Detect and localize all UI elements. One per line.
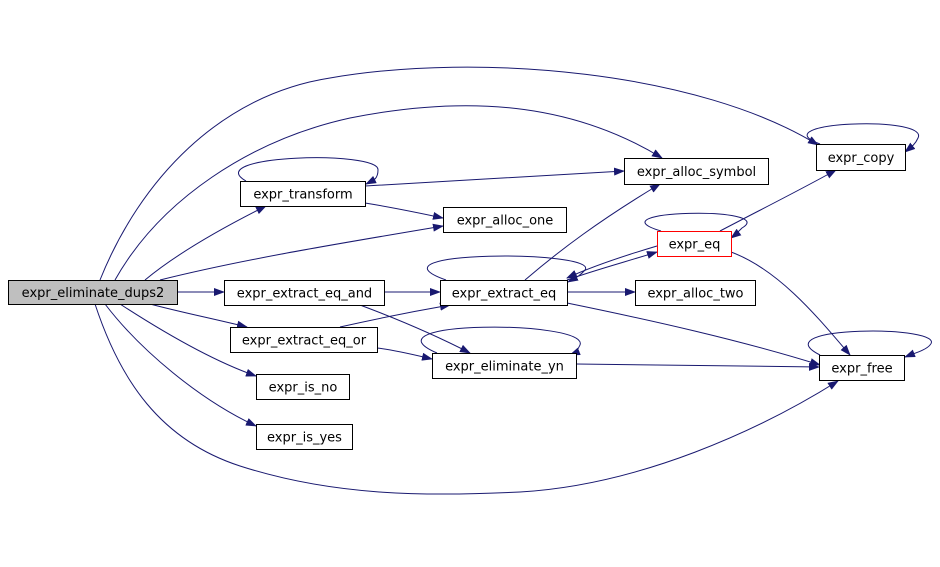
edge-expr-eliminate-dups2-to-expr-is-no: [119, 303, 257, 377]
node-expr-alloc-two[interactable]: expr_alloc_two: [635, 280, 756, 306]
node-expr-extract-eq[interactable]: expr_extract_eq: [440, 280, 568, 306]
edge-expr-free-to-expr-free: [807, 330, 932, 358]
node-expr-copy[interactable]: expr_copy: [816, 144, 906, 171]
edge-expr-transform-to-expr-alloc-symbol: [364, 167, 625, 187]
edge-expr-extract-eq-to-expr-free: [566, 302, 821, 366]
node-expr-alloc-symbol[interactable]: expr_alloc_symbol: [624, 158, 769, 185]
node-label-expr-eq: expr_eq: [669, 238, 721, 253]
edge-expr-eliminate-dups2-to-expr-alloc-one: [159, 223, 444, 281]
node-label-expr-transform: expr_transform: [253, 188, 352, 203]
node-label-expr-is-no: expr_is_no: [269, 381, 338, 396]
edge-expr-eliminate-yn-to-expr-eliminate-yn: [420, 326, 581, 356]
node-box-expr-is-no: [256, 374, 350, 400]
node-label-expr-extract-eq: expr_extract_eq: [452, 287, 556, 302]
node-label-expr-eliminate-dups2: expr_eliminate_dups2: [22, 286, 165, 301]
edge-expr-eq-to-expr-eq: [644, 212, 748, 239]
node-box-expr-eliminate-dups2: [8, 280, 178, 305]
node-box-expr-eq: [657, 231, 732, 257]
edge-expr-extract-eq-to-expr-eq: [566, 251, 658, 281]
node-expr-is-yes[interactable]: expr_is_yes: [256, 424, 353, 450]
node-expr-extract-eq-and[interactable]: expr_extract_eq_and: [224, 280, 385, 306]
edge-expr-extract-eq-to-expr-extract-eq: [426, 255, 586, 283]
node-box-expr-extract-eq: [440, 280, 568, 306]
edges-layer: [94, 66, 932, 495]
node-expr-transform[interactable]: expr_transform: [240, 181, 366, 207]
node-label-expr-is-yes: expr_is_yes: [267, 431, 342, 446]
node-expr-eq[interactable]: expr_eq: [657, 231, 732, 257]
node-label-expr-extract-eq-or: expr_extract_eq_or: [242, 334, 367, 349]
node-box-expr-transform: [240, 181, 366, 207]
node-box-expr-extract-eq-and: [224, 280, 385, 306]
edge-expr-extract-eq-or-to-expr-extract-eq: [339, 302, 451, 328]
edge-expr-transform-to-expr-alloc-one: [364, 202, 444, 220]
node-box-expr-free: [819, 355, 905, 381]
node-box-expr-copy: [816, 144, 906, 171]
edge-expr-eliminate-dups2-to-expr-extract-eq-or: [149, 303, 248, 329]
node-box-expr-extract-eq-or: [230, 327, 378, 353]
edge-expr-eliminate-dups2-to-expr-transform: [144, 205, 267, 281]
edge-expr-eq-to-expr-free: [730, 251, 851, 356]
node-label-expr-alloc-symbol: expr_alloc_symbol: [637, 165, 756, 180]
node-expr-extract-eq-or[interactable]: expr_extract_eq_or: [230, 327, 378, 353]
edge-expr-extract-eq-or-to-expr-eliminate-yn: [376, 347, 433, 361]
node-label-expr-eliminate-yn: expr_eliminate_yn: [445, 360, 564, 375]
node-box-expr-alloc-one: [443, 207, 567, 233]
edge-expr-extract-eq-to-expr-alloc-symbol: [524, 183, 661, 281]
node-label-expr-alloc-two: expr_alloc_two: [647, 287, 743, 302]
edge-expr-eliminate-dups2-to-expr-free: [94, 303, 839, 495]
node-label-expr-free: expr_free: [831, 362, 892, 377]
node-box-expr-is-yes: [256, 424, 353, 450]
edge-expr-eq-to-expr-copy: [719, 169, 837, 232]
node-label-expr-copy: expr_copy: [828, 151, 895, 166]
node-box-expr-alloc-symbol: [624, 158, 769, 185]
node-label-expr-alloc-one: expr_alloc_one: [457, 214, 554, 229]
nodes-layer: expr_eliminate_dups2 expr_transform expr_a…: [8, 144, 906, 450]
edge-expr-extract-eq-and-to-expr-eliminate-yn: [359, 304, 471, 354]
edge-expr-transform-to-expr-transform: [238, 157, 379, 185]
node-expr-eliminate-dups2[interactable]: expr_eliminate_dups2: [8, 280, 178, 305]
node-expr-alloc-one[interactable]: expr_alloc_one: [443, 207, 567, 233]
node-expr-is-no[interactable]: expr_is_no: [256, 374, 350, 400]
node-box-expr-eliminate-yn: [432, 353, 577, 379]
edge-expr-eq-to-expr-extract-eq: [566, 245, 658, 279]
node-label-expr-extract-eq-and: expr_extract_eq_and: [237, 287, 372, 302]
edge-expr-eliminate-dups2-to-expr-alloc-symbol: [114, 105, 663, 281]
edge-expr-eliminate-yn-to-expr-free: [575, 362, 820, 371]
edge-expr-copy-to-expr-copy: [806, 123, 919, 153]
node-box-expr-alloc-two: [635, 280, 756, 306]
edge-expr-eliminate-dups2-to-expr-copy: [99, 66, 819, 281]
node-expr-eliminate-yn[interactable]: expr_eliminate_yn: [432, 353, 577, 379]
node-expr-free[interactable]: expr_free: [819, 355, 905, 381]
edge-expr-eliminate-dups2-to-expr-is-yes: [104, 303, 257, 427]
